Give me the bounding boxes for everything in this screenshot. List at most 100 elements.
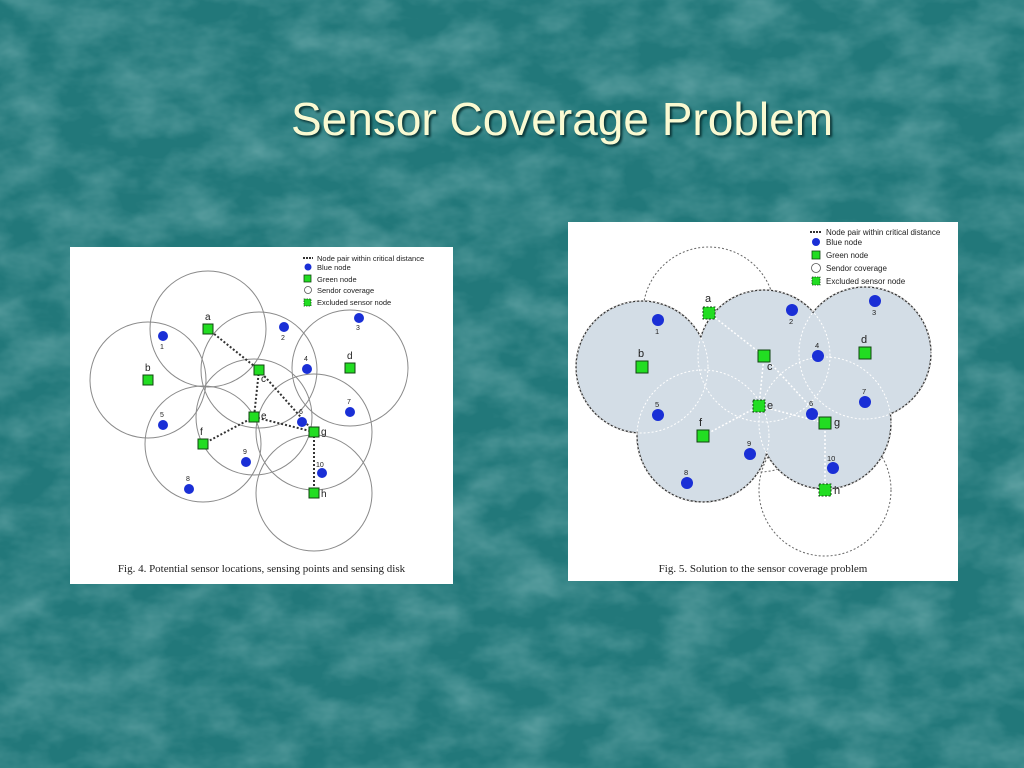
fig5-blue-label-5: 5 xyxy=(655,400,659,409)
fig4-green-node-g xyxy=(308,426,320,438)
fig5-blue-nodes xyxy=(652,295,881,489)
fig5-legend-label-green: Green node xyxy=(826,251,869,260)
fig5-legend-excluded-swatch xyxy=(811,276,821,286)
fig4-green-label-e: e xyxy=(261,411,267,422)
figure-5: a b c d e f g h 1 2 3 4 5 6 7 8 9 10 xyxy=(568,222,958,581)
fig4-green-node-h xyxy=(308,487,320,499)
fig5-coverage-h-excluded xyxy=(758,423,892,557)
fig5-green-node-d xyxy=(858,346,872,360)
fig5-blue-node-3 xyxy=(869,295,881,307)
fig4-green-label-f: f xyxy=(200,427,203,438)
fig4-link-c-e xyxy=(253,369,260,418)
fig4-green-nodes xyxy=(142,323,356,499)
fig5-blue-label-3: 3 xyxy=(872,308,876,317)
fig4-link-a-c xyxy=(207,328,260,371)
fig5-green-label-e: e xyxy=(767,400,773,412)
fig5-blue-node-2 xyxy=(786,304,798,316)
fig4-green-node-b xyxy=(142,374,154,386)
fig5-blue-node-7 xyxy=(859,396,871,408)
fig4-blue-nodes xyxy=(158,313,364,494)
fig4-legend-label-link: Node pair within critical distance xyxy=(317,254,424,263)
fig4-legend-green-swatch xyxy=(303,274,312,283)
fig4-diagram: a b c d e f g h 1 2 3 4 5 6 7 8 9 10 xyxy=(89,254,424,552)
fig5-green-node-g xyxy=(818,416,832,430)
fig4-legend-label-blue: Blue node xyxy=(317,263,351,272)
fig5-green-label-b: b xyxy=(638,348,644,360)
fig5-blue-node-9 xyxy=(744,448,756,460)
fig4-coverage-f xyxy=(144,385,262,503)
fig4-legend-label-green: Green node xyxy=(317,275,357,284)
fig4-blue-node-4 xyxy=(302,364,312,374)
fig5-blue-node-8 xyxy=(681,477,693,489)
fig5-link-e-g xyxy=(758,405,826,424)
fig4-coverage-circles xyxy=(89,270,409,552)
fig5-blue-label-4: 4 xyxy=(815,341,819,350)
fig5-green-label-a: a xyxy=(705,293,712,305)
fig5-inner-boundaries xyxy=(575,286,932,503)
fig4-green-label-g: g xyxy=(321,427,327,438)
fig5-blue-node-1 xyxy=(652,314,664,326)
fig4-coverage-e xyxy=(195,358,313,476)
fig5-blue-node-4 xyxy=(812,350,824,362)
fig5-link-e-f xyxy=(702,405,760,437)
fig4-legend-label-excluded: Excluded sensor node xyxy=(317,298,391,307)
fig4-blue-node-8 xyxy=(184,484,194,494)
fig4-legend-blue-swatch xyxy=(304,263,312,271)
fig4-link-e-f xyxy=(202,416,255,445)
fig4-green-label-a: a xyxy=(205,312,211,323)
fig5-legend-blue-swatch xyxy=(812,238,820,246)
fig5-green-node-b xyxy=(635,360,649,374)
fig5-excluded-node-h xyxy=(818,483,832,497)
fig4-caption: Fig. 4. Potential sensor locations, sens… xyxy=(117,563,406,575)
fig5-legend-green-swatch xyxy=(811,250,821,260)
fig5-green-label-f: f xyxy=(699,417,703,429)
fig5-blue-label-2: 2 xyxy=(789,317,793,326)
fig5-legend-label-link: Node pair within critical distance xyxy=(826,228,941,237)
fig5-green-nodes xyxy=(635,346,872,443)
fig4-green-label-c: c xyxy=(261,374,266,385)
fig5-green-node-f xyxy=(696,429,710,443)
slide-title: Sensor Coverage Problem xyxy=(290,93,834,145)
fig5-green-label-g: g xyxy=(834,417,840,429)
fig5-blue-label-10: 10 xyxy=(827,454,835,463)
fig5-blue-node-labels: 1 2 3 4 5 6 7 8 9 10 xyxy=(655,308,876,477)
fig4-blue-label-6: 6 xyxy=(299,409,303,416)
fig4-green-node-e xyxy=(248,411,260,423)
fig4-blue-label-4: 4 xyxy=(304,356,308,363)
fig5-excluded-node-e xyxy=(752,399,766,413)
fig5-excluded-node-a xyxy=(702,306,716,320)
fig4-legend: Node pair within critical distance Blue … xyxy=(303,254,424,307)
fig4-blue-label-1: 1 xyxy=(160,344,164,351)
fig4-critical-links xyxy=(202,328,315,493)
fig4-blue-node-labels: 1 2 3 4 5 6 7 8 9 10 xyxy=(160,325,360,483)
fig4-blue-label-3: 3 xyxy=(356,325,360,332)
fig4-blue-node-2 xyxy=(279,322,289,332)
fig5-legend-coverage-swatch xyxy=(811,263,821,273)
fig4-legend-label-coverage: Sendor coverage xyxy=(317,286,374,295)
fig5-legend-label-blue: Blue node xyxy=(826,238,863,247)
fig4-legend-excluded-swatch xyxy=(303,298,312,307)
fig5-green-node-c xyxy=(757,349,771,363)
fig5-blue-label-8: 8 xyxy=(684,468,688,477)
fig5-diagram: a b c d e f g h 1 2 3 4 5 6 7 8 9 10 xyxy=(575,228,941,557)
fig4-blue-label-8: 8 xyxy=(186,476,190,483)
fig5-blue-label-1: 1 xyxy=(655,327,659,336)
fig5-blue-node-6 xyxy=(806,408,818,420)
fig4-blue-node-9 xyxy=(241,457,251,467)
fig4-blue-label-2: 2 xyxy=(281,335,285,342)
fig5-green-label-h: h xyxy=(834,485,840,497)
fig5-legend-label-excluded: Excluded sensor node xyxy=(826,277,906,286)
fig5-blue-node-10 xyxy=(827,462,839,474)
fig4-green-node-f xyxy=(197,438,209,450)
fig5-legend-label-coverage: Sendor coverage xyxy=(826,264,887,273)
fig4-blue-label-9: 9 xyxy=(243,449,247,456)
fig5-blue-label-6: 6 xyxy=(809,399,813,408)
fig5-excluded-nodes xyxy=(702,306,832,497)
fig4-green-node-a xyxy=(202,323,214,335)
fig4-blue-node-10 xyxy=(317,468,327,478)
fig4-coverage-b xyxy=(89,321,207,439)
fig4-coverage-a xyxy=(149,270,267,388)
fig4-green-node-c xyxy=(253,364,265,376)
fig4-coverage-d xyxy=(291,309,409,427)
fig5-link-c-e xyxy=(758,355,765,407)
